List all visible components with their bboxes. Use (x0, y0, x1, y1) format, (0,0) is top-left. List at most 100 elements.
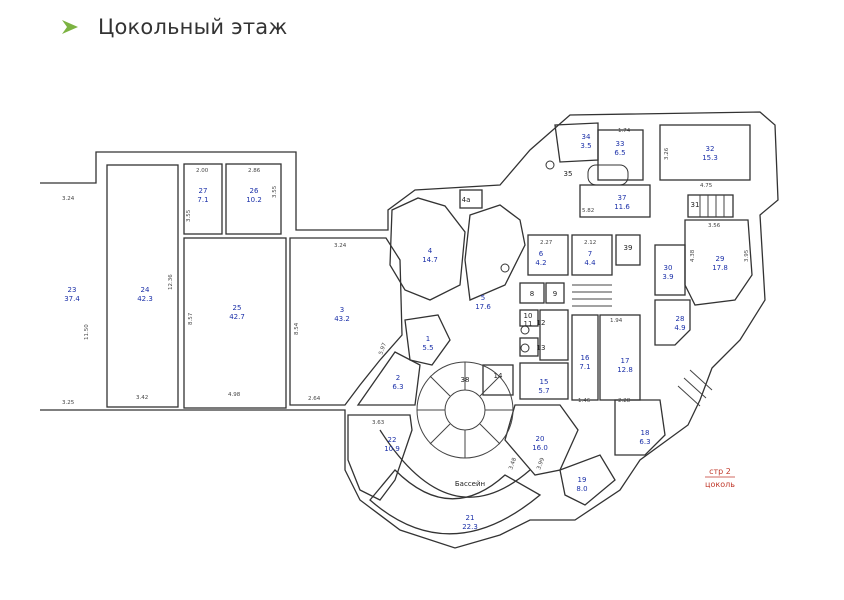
dim-2: 3.25 (62, 400, 75, 406)
room-27-area: 7.1 (197, 196, 208, 204)
dim-8: 2.00 (196, 168, 209, 174)
dim-4: 12.36 (168, 274, 174, 290)
room-17-num: 17 (621, 357, 630, 365)
dim-27: 2.27 (540, 240, 553, 246)
room-25-num: 25 (233, 304, 242, 312)
section-heading: Цокольный этаж (60, 12, 287, 42)
room-16-num: 16 (581, 354, 590, 362)
dim-13: 8.54 (294, 322, 300, 335)
room-7-num: 7 (588, 250, 592, 258)
dim-1: 3.24 (62, 196, 75, 202)
room-26-num: 26 (250, 187, 259, 195)
room-6-num: 6 (539, 250, 544, 258)
room-19-num: 19 (578, 476, 587, 484)
room-5-area: 17.6 (475, 303, 491, 311)
label-10: 10 (524, 312, 533, 320)
dim-16: 3.63 (372, 420, 385, 426)
dim-3: 11.50 (84, 324, 90, 340)
room-1-num: 1 (426, 335, 430, 343)
dim-14: 2.64 (308, 396, 321, 402)
dim-15: 5.97 (378, 342, 388, 356)
room-30-num: 30 (664, 264, 673, 272)
room-32-area: 15.3 (702, 154, 718, 162)
room-25-area: 42.7 (229, 313, 245, 321)
dim-18: 3.99 (536, 457, 546, 471)
dim-7: 4.98 (228, 392, 241, 398)
room-3-area: 43.2 (334, 315, 350, 323)
dim-21: 1.94 (610, 318, 623, 324)
room-7-area: 4.4 (584, 259, 596, 267)
room-26-area: 10.2 (246, 196, 262, 204)
plain-labels: 8 9 10 11 12 13 14 31 35 38 39 4а Бассей… (455, 170, 700, 488)
room-1-area: 5.5 (422, 344, 433, 352)
room-17-area: 12.8 (617, 366, 633, 374)
room-15-num: 15 (540, 378, 549, 386)
label-8: 8 (530, 290, 534, 298)
room-3-num: 3 (340, 306, 344, 314)
room-37-area: 11.6 (614, 203, 630, 211)
room-6-area: 4.2 (535, 259, 546, 267)
section-title: Цокольный этаж (98, 15, 288, 39)
room-22-area: 10.9 (384, 445, 400, 453)
fixtures (500, 160, 629, 353)
label-35: 35 (564, 170, 573, 178)
dim-23: 4.75 (700, 183, 713, 189)
room-labels: 23 37.4 24 42.3 25 42.7 27 7.1 26 10.2 3… (64, 133, 728, 531)
room-2-area: 6.3 (392, 383, 403, 391)
room-28-num: 28 (676, 315, 685, 323)
room-29-num: 29 (716, 255, 725, 263)
label-11: 11 (524, 320, 533, 328)
stamp-line-1: стр 2 (709, 467, 731, 476)
straight-stairs (572, 195, 725, 407)
room-19-area: 8.0 (576, 485, 587, 493)
room-37-num: 37 (618, 194, 627, 202)
dim-11: 3.55 (272, 185, 278, 198)
page-stamp: стр 2 цоколь (705, 467, 735, 489)
room-18-area: 6.3 (639, 438, 650, 446)
room-21-num: 21 (466, 514, 475, 522)
room-2-num: 2 (396, 374, 400, 382)
dim-25: 3.26 (664, 147, 670, 160)
label-13: 13 (537, 344, 546, 352)
room-29-area: 17.8 (712, 264, 728, 272)
stamp-line-2: цоколь (705, 480, 735, 489)
dim-17: 3.48 (508, 457, 518, 471)
room-23-num: 23 (68, 286, 77, 294)
label-31: 31 (691, 201, 700, 209)
label-9: 9 (553, 290, 557, 298)
room-4-area: 14.7 (422, 256, 438, 264)
dim-30: 4.38 (690, 249, 696, 262)
label-12: 12 (537, 319, 546, 327)
room-33-area: 6.5 (614, 149, 625, 157)
dim-22: 3.56 (708, 223, 721, 229)
room-22-num: 22 (388, 436, 397, 444)
room-4-num: 4 (428, 247, 433, 255)
room-24-num: 24 (141, 286, 150, 294)
arrow-bullet-icon (62, 20, 78, 34)
room-27-num: 27 (199, 187, 208, 195)
dim-24: 5.82 (582, 208, 594, 214)
label-4a: 4а (462, 196, 471, 204)
dim-20: 2.28 (618, 398, 631, 404)
room-28-area: 4.9 (674, 324, 685, 332)
label-39: 39 (624, 244, 633, 252)
room-5-num: 5 (481, 294, 485, 302)
room-34-area: 3.5 (580, 142, 591, 150)
room-30-area: 3.9 (662, 273, 673, 281)
label-pool: Бассейн (455, 480, 485, 488)
room-16-area: 7.1 (579, 363, 590, 371)
spiral-staircase (416, 361, 514, 459)
room-24-area: 42.3 (137, 295, 153, 303)
dimension-labels: 3.24 3.25 11.50 12.36 3.42 8.57 4.98 2.0… (62, 128, 750, 471)
room-15-area: 5.7 (538, 387, 549, 395)
label-14: 14 (494, 372, 503, 380)
room-34-num: 34 (582, 133, 591, 141)
dim-26: 1.74 (618, 128, 631, 134)
room-23-area: 37.4 (64, 295, 80, 303)
dim-5: 3.42 (136, 395, 148, 401)
room-33-num: 33 (616, 140, 625, 148)
dim-28: 2.12 (584, 240, 596, 246)
room-32-num: 32 (706, 145, 715, 153)
label-38: 38 (461, 376, 470, 384)
